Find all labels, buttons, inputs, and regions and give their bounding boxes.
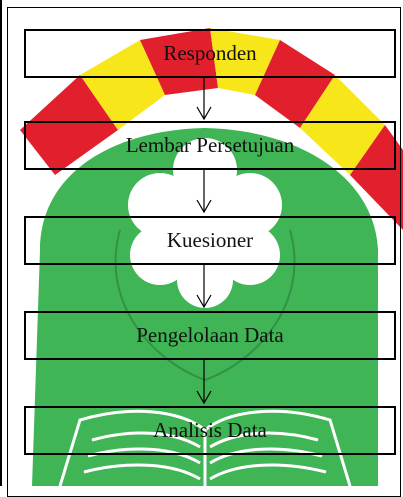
emblem-yellow-segment — [210, 28, 280, 95]
emblem-book — [58, 409, 352, 486]
emblem-yellow-segment — [80, 40, 165, 130]
emblem-red-segment — [255, 40, 335, 128]
step-pengelolaan-data: Pengelolaan Data — [24, 311, 396, 360]
emblem-red-segment — [140, 28, 218, 95]
arrow-down — [196, 265, 212, 309]
emblem-arc — [114, 229, 206, 381]
arrow-down — [196, 78, 212, 121]
emblem-yellow-segment — [300, 75, 385, 175]
step-analisis-data: Analisis Data — [24, 406, 396, 455]
step-lembar-persetujuan: Lembar Persetujuan — [24, 121, 396, 170]
emblem-red-segment — [350, 125, 403, 230]
arrow-down — [196, 360, 212, 405]
arrow-down — [196, 170, 212, 214]
emblem-red-segment — [20, 75, 118, 175]
step-kuesioner: Kuesioner — [24, 216, 396, 265]
emblem-arc — [204, 229, 296, 381]
step-responden: Responden — [24, 29, 396, 78]
frame-left-line — [0, 0, 2, 486]
flowchart: Responden Lembar Persetujuan Kuesioner P… — [24, 29, 396, 455]
emblem-white-flower — [128, 138, 282, 308]
